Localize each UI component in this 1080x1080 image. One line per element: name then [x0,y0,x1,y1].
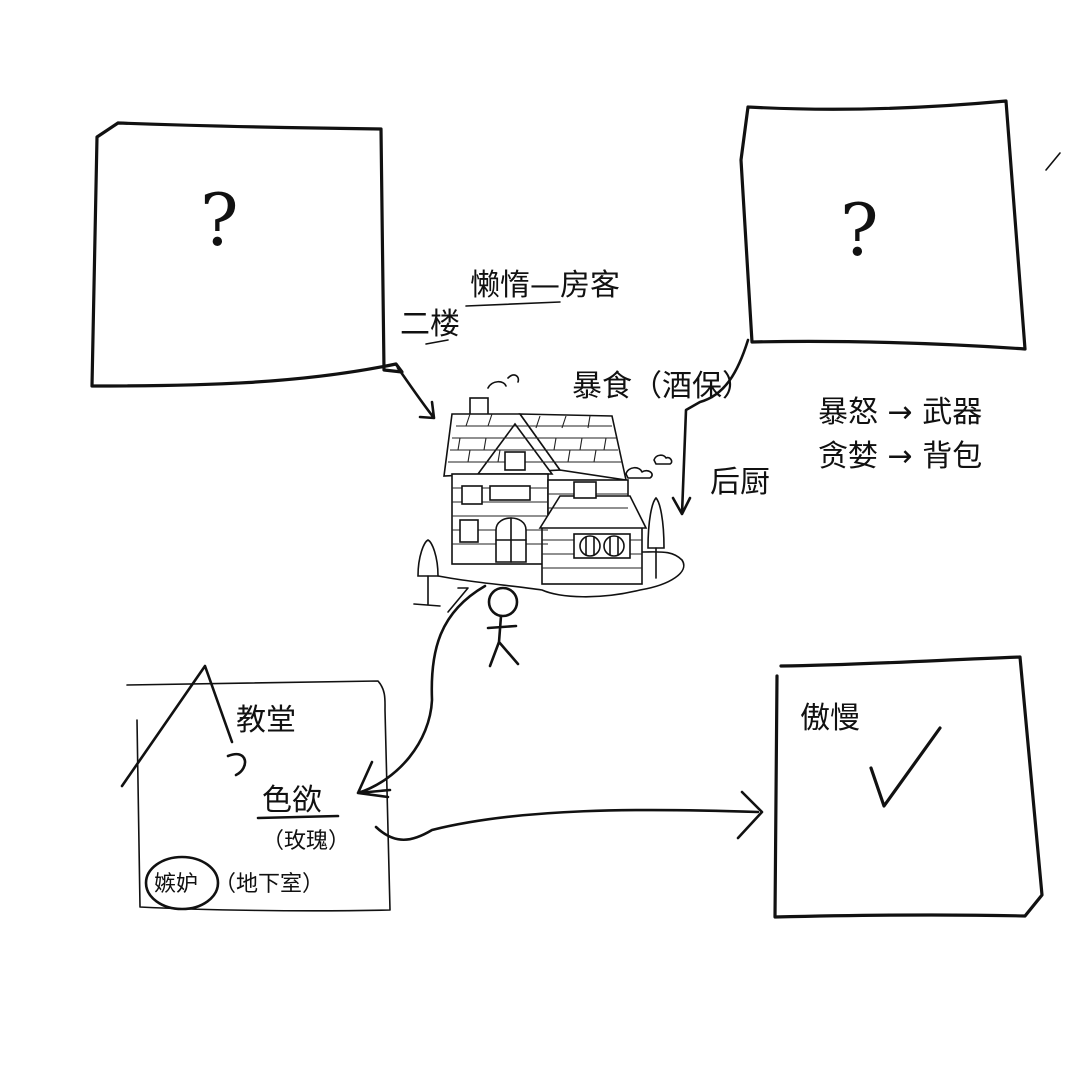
house-window-lower-left [459,519,479,543]
house-illustration [413,374,685,607]
barrel-staves [585,536,619,556]
cloud-right [625,466,653,479]
sloth-underline [465,301,561,307]
church-roof [120,664,234,788]
chimney-smoke [487,374,520,389]
tree-right [647,496,665,549]
check-mark [869,726,942,808]
cloud-right-2 [653,454,673,465]
second-floor-label: 二楼 [400,307,460,342]
second-floor-underline [425,339,449,345]
lust-underline [256,814,340,820]
house-barrel-window [573,533,631,559]
room-church: 教堂 色欲 （玫瑰） 嫉妒 （地下室） [120,664,391,912]
room-top-right-outline [739,99,1027,351]
arrow-topright-to-kitchen [671,338,750,516]
envy-label: 嫉妒 [154,872,198,897]
house-window-left [461,485,483,505]
small-arrow [447,587,469,613]
house-window-right [573,481,597,499]
room-top-left: ? [90,121,404,388]
corner-tick [1045,152,1061,171]
house-ground [419,551,685,598]
house-window-gable [504,451,526,471]
basement-note: （地下室） [214,872,324,897]
envy-circle [144,855,220,911]
arrow-topleft-to-house [396,366,436,420]
arrow-church-to-pride [374,790,764,841]
room-top-right-mark: ? [840,188,879,272]
room-top-left-mark: ? [200,178,239,262]
church-hook [226,752,247,777]
room-bottom-right: 傲慢 [773,655,1044,919]
stick-figure [486,586,520,668]
house-wing-roof [538,495,648,529]
tree-left-trunk [413,575,441,607]
roof-bricks [448,413,622,463]
barrel-left [579,535,601,557]
house-window-mid [489,485,531,501]
room-church-outline [126,680,391,912]
greed-label: 贪婪 → 背包 [818,439,982,474]
lust-label: 色欲 [262,783,322,818]
room-top-left-outline [90,121,404,388]
rose-note: （玫瑰） [262,829,350,854]
wrath-label: 暴怒 → 武器 [818,395,982,430]
pride-label: 傲慢 [800,701,860,736]
gluttony-label: 暴食（酒保） [572,369,752,404]
church-label: 教堂 [236,703,296,738]
sloth-label: 懒惰—房客 [470,268,620,303]
kitchen-label: 后厨 [710,465,770,500]
tree-left [417,539,439,577]
room-top-right: ? [739,99,1061,351]
arrow-house-to-church [356,584,487,799]
room-bottom-right-outline [773,655,1044,919]
door-detail [495,517,527,563]
barrel-right [603,535,625,557]
